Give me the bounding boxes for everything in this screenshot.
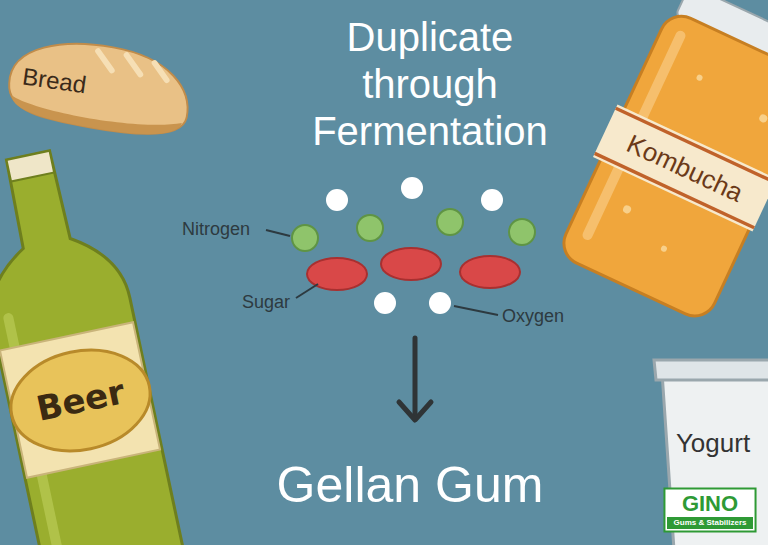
band-fill (593, 105, 768, 232)
molecule-dots (292, 177, 535, 314)
ingredient-label: Sugar (242, 292, 290, 313)
yogurt-cup-body (654, 360, 768, 545)
loaf-score (152, 63, 168, 80)
diagram-title: Duplicate through Fermentation (292, 14, 568, 155)
beer-bottle (0, 141, 194, 545)
loaf-crust (4, 34, 195, 142)
logo-box (664, 488, 755, 531)
yogurt-cup: Yogurt (664, 408, 762, 478)
down-arrow (399, 338, 431, 420)
product-name: Gellan Gum (277, 456, 544, 514)
bread-loaf: Bread (0, 25, 200, 147)
node-title: GINO (682, 491, 738, 517)
ingredient-label: Oxygen (502, 306, 564, 327)
brand-logo: GINOGums & Stabilizers (664, 488, 756, 532)
node-title: Yogurt (676, 428, 750, 459)
label-oval-fill (1, 338, 159, 464)
loaf-shadow (8, 95, 182, 140)
kombucha-jar (557, 0, 768, 323)
ingredient-label: Nitrogen (182, 219, 250, 240)
loaf-score (96, 51, 115, 70)
leader-line (266, 230, 498, 315)
loaf-score (124, 55, 143, 74)
node-subtitle: Gums & Stabilizers (667, 517, 753, 529)
